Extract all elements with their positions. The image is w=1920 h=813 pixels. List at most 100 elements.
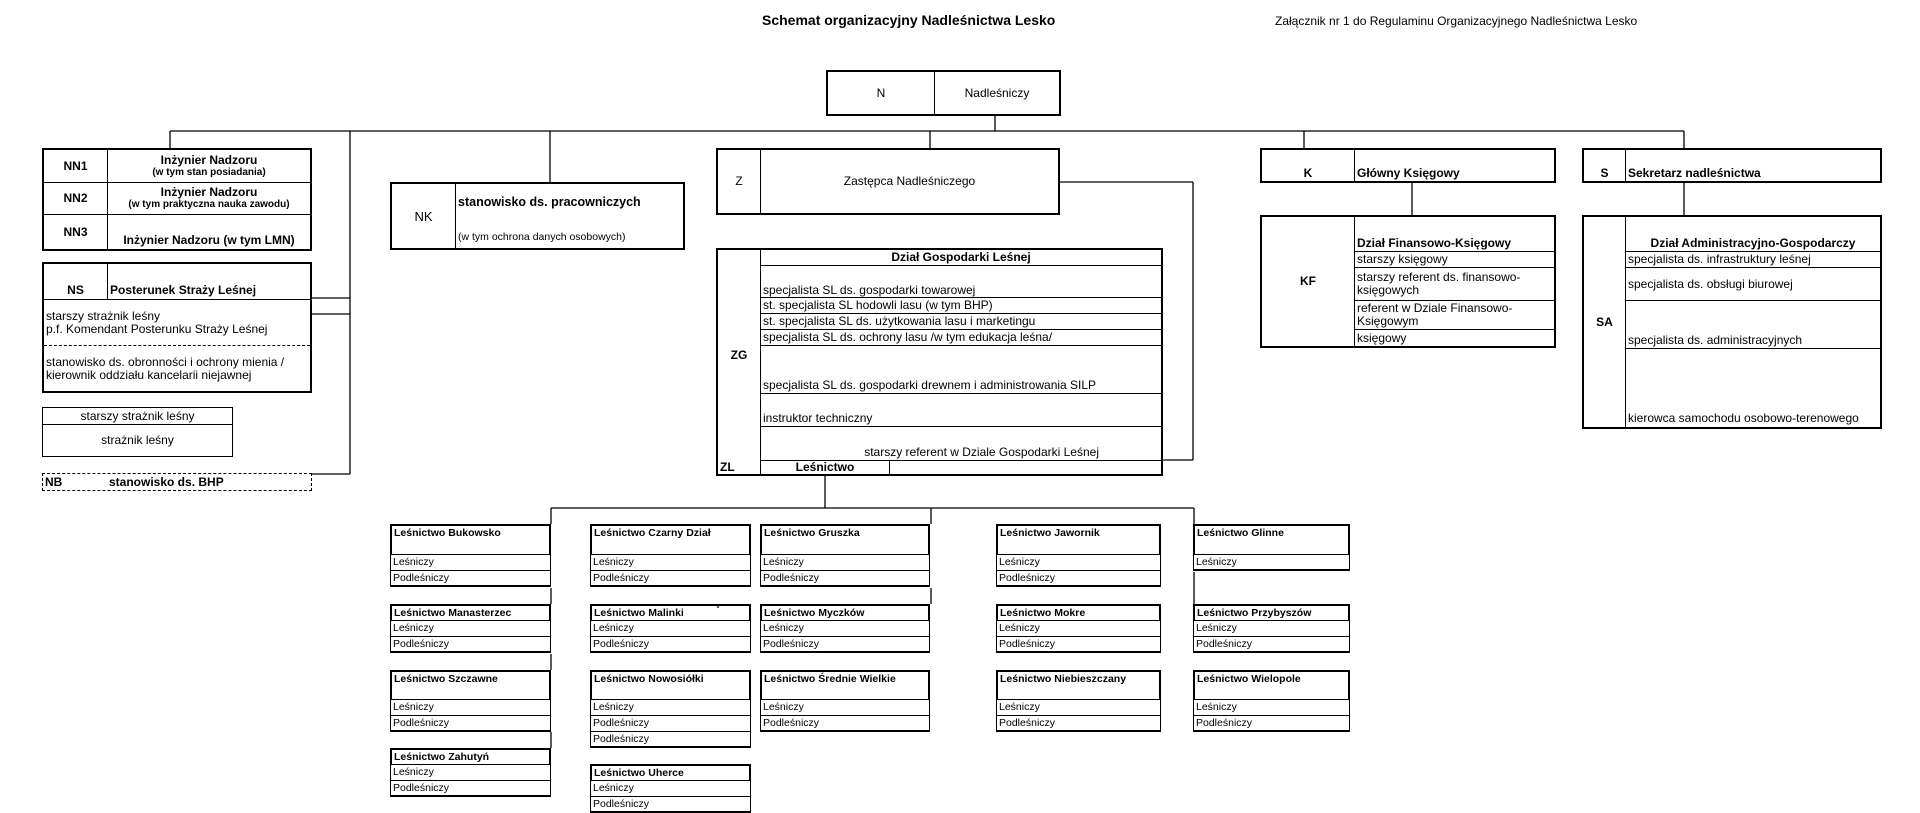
ns-row-2: stanowisko ds. obronności i ochrony mien… <box>46 354 285 382</box>
forestry-srednie-wielkie[interactable]: Leśnictwo Średnie Wielkie Leśniczy Podle… <box>760 670 930 732</box>
s-code: S <box>1584 150 1626 181</box>
forestry-mokre[interactable]: Leśnictwo Mokre Leśniczy Podleśniczy <box>996 604 1161 653</box>
forestry-staff: Leśniczy <box>590 621 751 637</box>
zg-row-4: specjalista SL ds. ochrony lasu /w tym e… <box>761 330 1161 346</box>
k-code: K <box>1262 150 1355 181</box>
ns-code: NS <box>44 264 108 300</box>
forestry-staff: Leśniczy <box>390 700 551 716</box>
forestry-staff: Leśniczy <box>1193 621 1350 637</box>
forestry-nowosiolki[interactable]: Leśnictwo Nowosiółki Leśniczy Podleśnicz… <box>590 670 751 748</box>
n-code: N <box>828 72 935 114</box>
nb-label: stanowisko ds. BHP <box>109 474 224 489</box>
forestry-name: Leśnictwo Średnie Wielkie <box>760 670 930 700</box>
nk-note: (w tym ochrona danych osobowych) <box>458 231 626 243</box>
ns-guards-box: starszy strażnik leśny strażnik leśny <box>42 407 233 457</box>
z-label: Zastępca Nadleśniczego <box>843 174 976 188</box>
forestry-staff: Podleśniczy <box>390 716 551 732</box>
nn-box: NN1 Inżynier Nadzoru (w tym stan posiada… <box>42 148 312 251</box>
sekretarz-box[interactable]: S Sekretarz nadleśnictwa <box>1582 148 1882 183</box>
forestry-zahutyn[interactable]: Leśnictwo Zahutyń Leśniczy Podleśniczy <box>390 748 551 797</box>
forestry-glinne[interactable]: Leśnictwo Glinne Leśniczy <box>1193 524 1350 571</box>
forestry-name: Leśnictwo Mokre <box>996 604 1161 621</box>
forestry-staff: Podleśniczy <box>390 781 551 797</box>
zg-row-3: st. specjalista SL ds. użytkowania lasu … <box>761 314 1161 330</box>
forestry-szczawne[interactable]: Leśnictwo Szczawne Leśniczy Podleśniczy <box>390 670 551 732</box>
forestry-staff: Podleśniczy <box>1193 637 1350 653</box>
zl-code: ZL <box>718 461 761 474</box>
kf-row-2: starszy referent ds. finansowo-księgowyc… <box>1355 268 1554 301</box>
ns-guard-senior: starszy strażnik leśny <box>43 408 232 425</box>
forestry-name: Leśnictwo Zahutyń <box>390 748 551 765</box>
kf-label: Dział Finansowo-Księgowy <box>1355 217 1554 252</box>
forestry-niebieszczany[interactable]: Leśnictwo Niebieszczany Leśniczy Podleśn… <box>996 670 1161 732</box>
forestry-staff: Leśniczy <box>760 700 930 716</box>
forestry-staff: Podleśniczy <box>760 637 930 653</box>
zg-row-7: starszy referent w Dziale Gospodarki Leś… <box>761 427 1161 461</box>
forestry-manasterzec[interactable]: Leśnictwo Manasterzec Leśniczy Podleśnic… <box>390 604 551 653</box>
nk-code: NK <box>392 184 456 248</box>
kf-row-4: księgowy <box>1357 330 1407 345</box>
forestry-staff: Podleśniczy <box>996 637 1161 653</box>
forestry-gruszka[interactable]: Leśnictwo Gruszka Leśniczy Podleśniczy <box>760 524 930 587</box>
forestry-staff: Leśniczy <box>590 700 751 716</box>
forestry-staff: Leśniczy <box>1193 555 1350 571</box>
forestry-jawornik[interactable]: Leśnictwo Jawornik Leśniczy Podleśniczy <box>996 524 1161 587</box>
nb-code: NB <box>45 474 63 489</box>
nadlesniczy-box[interactable]: N Nadleśniczy <box>826 70 1061 116</box>
chart-title: Schemat organizacyjny Nadleśnictwa Lesko <box>762 12 1056 28</box>
forestry-name: Leśnictwo Wielopole <box>1193 670 1350 700</box>
forestry-name: Leśnictwo Przybyszów <box>1193 604 1350 621</box>
forestry-staff: Leśniczy <box>996 621 1161 637</box>
forestry-name: Leśnictwo Szczawne <box>390 670 551 700</box>
forestry-staff: Podleśniczy <box>1193 716 1350 732</box>
forestry-name: Leśnictwo Gruszka <box>760 524 930 555</box>
forestry-przybyszow[interactable]: Leśnictwo Przybyszów Leśniczy Podleśnicz… <box>1193 604 1350 653</box>
forestry-name: Leśnictwo Nowosiółki <box>590 670 751 700</box>
nn3-label: Inżynier Nadzoru (w tym LMN) <box>123 233 295 247</box>
glowny-ksiegowy-box[interactable]: K Główny Księgowy <box>1260 148 1556 183</box>
ns-label: Posterunek Straży Leśnej <box>108 264 310 300</box>
z-code: Z <box>718 150 761 213</box>
nn1-note: (w tym stan posiadania) <box>152 166 266 178</box>
kf-row-1: starszy księgowy <box>1355 252 1554 268</box>
sa-box: SA Dział Administracyjno-Gospodarczy spe… <box>1582 215 1882 429</box>
forestry-czarny-dzial[interactable]: Leśnictwo Czarny Dział Leśniczy Podleśni… <box>590 524 751 587</box>
forestry-staff: Podleśniczy <box>590 637 751 653</box>
sa-label: Dział Administracyjno-Gospodarczy <box>1626 217 1880 252</box>
forestry-name: Leśnictwo Jawornik <box>996 524 1161 555</box>
forestry-wielopole[interactable]: Leśnictwo Wielopole Leśniczy Podleśniczy <box>1193 670 1350 732</box>
forestry-staff: Leśniczy <box>760 621 930 637</box>
forestry-staff: Leśniczy <box>590 781 751 797</box>
nb-box: NB stanowisko ds. BHP <box>42 473 312 491</box>
forestry-staff: Leśniczy <box>390 765 551 781</box>
forestry-staff: Podleśniczy <box>760 716 930 732</box>
forestry-uherce[interactable]: Leśnictwo Uherce Leśniczy Podleśniczy <box>590 764 751 813</box>
forestry-name: Leśnictwo Niebieszczany <box>996 670 1161 700</box>
forestry-name: Leśnictwo Myczków <box>760 604 930 621</box>
zastepca-box[interactable]: Z Zastępca Nadleśniczego <box>716 148 1060 215</box>
nk-box: NK stanowisko ds. pracowniczych (w tym o… <box>390 182 685 250</box>
zl-label: Leśnictwo <box>795 461 855 474</box>
ns-guard: strażnik leśny <box>101 433 174 447</box>
forestry-bukowsko[interactable]: Leśnictwo Bukowsko Leśniczy Podleśniczy <box>390 524 551 587</box>
kf-code: KF <box>1262 217 1355 346</box>
nk-label: stanowisko ds. pracowniczych <box>458 194 641 209</box>
forestry-name: Leśnictwo Bukowsko <box>390 524 551 555</box>
forestry-staff: Leśniczy <box>996 700 1161 716</box>
forestry-staff: Leśniczy <box>390 555 551 571</box>
nn2-code: NN2 <box>44 183 108 215</box>
zg-row-6: instruktor techniczny <box>761 394 1161 427</box>
kf-box: KF Dział Finansowo-Księgowy starszy księ… <box>1260 215 1556 348</box>
annex-label: Załącznik nr 1 do Regulaminu Organizacyj… <box>1275 14 1638 28</box>
ns-box: NS Posterunek Straży Leśnej starszy stra… <box>42 262 312 393</box>
forestry-myczkow[interactable]: Leśnictwo Myczków Leśniczy Podleśniczy <box>760 604 930 653</box>
zg-row-5: specjalista SL ds. gospodarki drewnem i … <box>761 346 1161 394</box>
s-label: Sekretarz nadleśnictwa <box>1628 166 1761 180</box>
zg-row-1: specjalista SL ds. gospodarki towarowej <box>761 266 1161 298</box>
forestry-malinki[interactable]: Leśnictwo Malinki Leśniczy Podleśniczy <box>590 604 751 653</box>
zl-divider <box>889 461 890 474</box>
forestry-staff: Leśniczy <box>996 555 1161 571</box>
sa-row-3: specjalista ds. administracyjnych <box>1626 301 1880 349</box>
k-label: Główny Księgowy <box>1357 166 1460 180</box>
n-label: Nadleśniczy <box>964 85 1030 100</box>
